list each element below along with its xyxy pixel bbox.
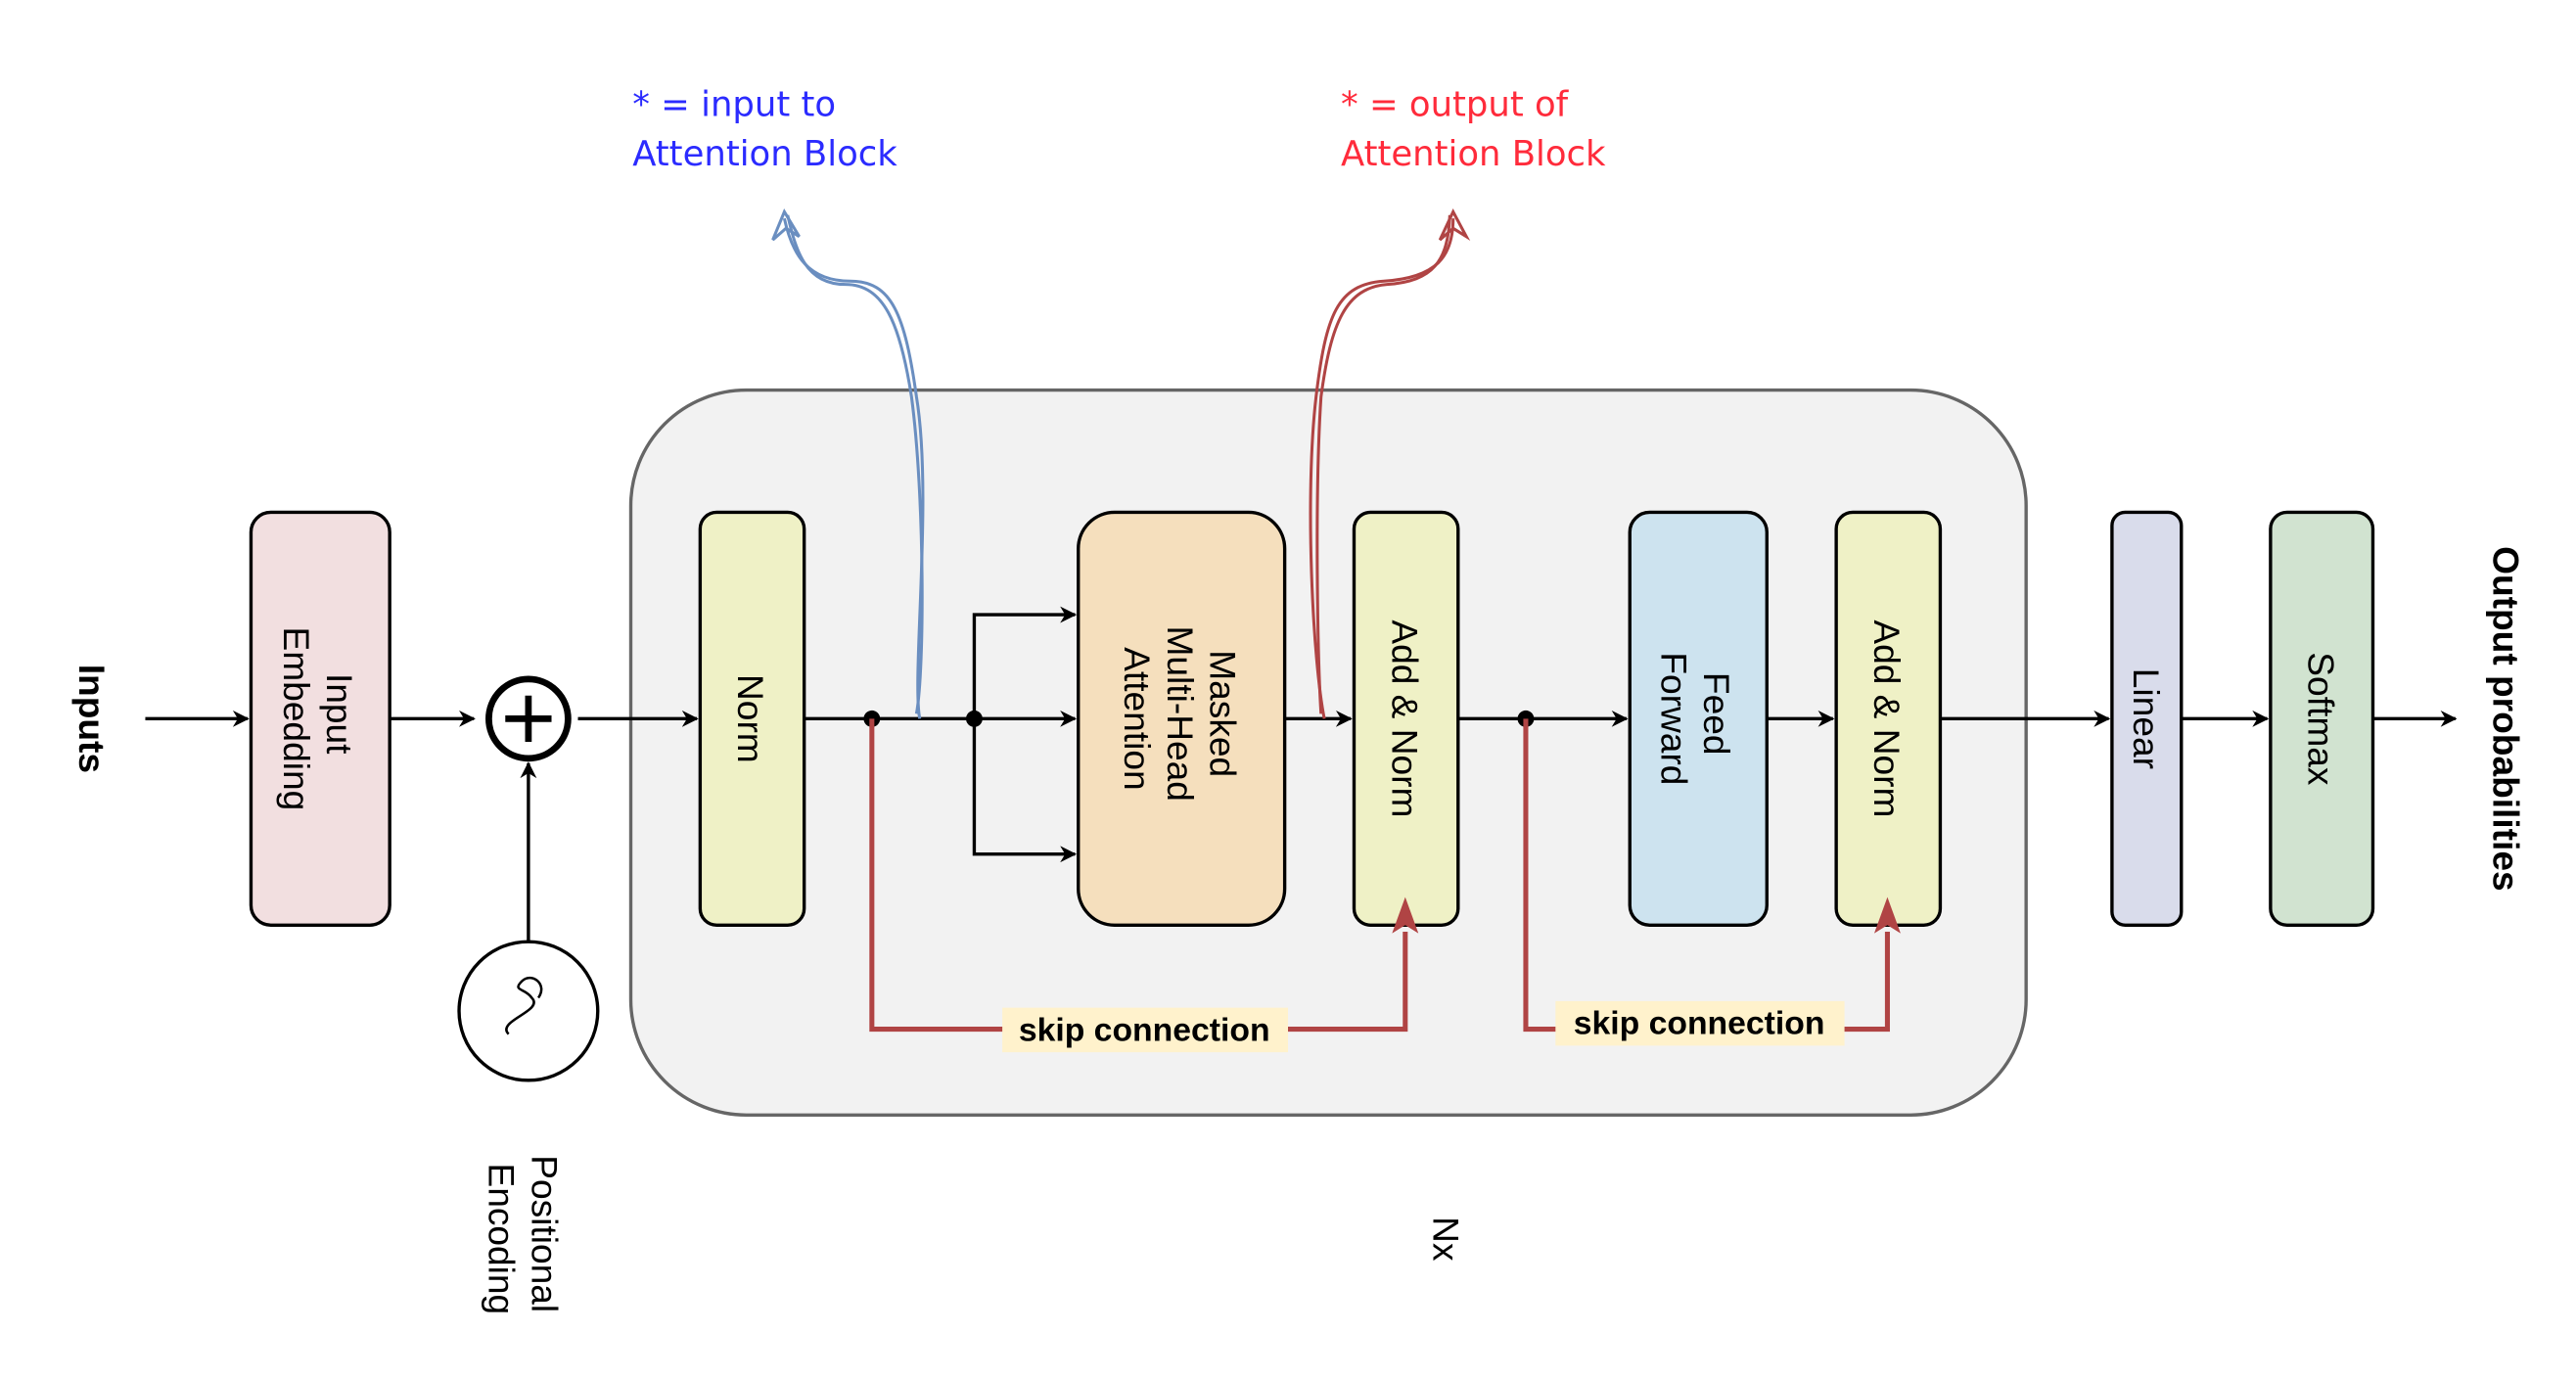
connector xyxy=(972,718,1078,863)
add-norm-label-1: Add & Norm xyxy=(1384,620,1425,817)
add-operator-icon xyxy=(485,675,572,762)
nx-label: Nx xyxy=(1425,1217,1466,1262)
output-probabilities-label: Output probabilities xyxy=(2486,546,2527,892)
output-annotation: * = output of Attention Block xyxy=(1341,85,1606,175)
skip-connection-label-2: skip connection xyxy=(1574,1005,1825,1042)
output-annotation-curve xyxy=(1309,208,1471,719)
norm-label: Norm xyxy=(730,674,771,763)
connector xyxy=(972,606,1078,719)
linear-label: Linear xyxy=(2126,668,2167,769)
feed-forward-label: Feed Forward xyxy=(1653,652,1737,785)
inputs-label: Inputs xyxy=(71,665,113,773)
skip-label-bg-2 xyxy=(1555,1000,1845,1046)
softmax-label: Softmax xyxy=(2301,652,2342,786)
input-annotation-curve xyxy=(771,208,925,719)
input-embedding-label: Input Embedding xyxy=(276,626,360,810)
input-annotation: * = input to Attention Block xyxy=(632,85,897,175)
skip-label-bg-1 xyxy=(1002,1007,1288,1053)
skip-connection-label-1: skip connection xyxy=(1019,1011,1270,1048)
add-norm-label-2: Add & Norm xyxy=(1866,620,1908,817)
sine-wave-icon xyxy=(457,940,600,1082)
attention-label: Masked Multi-Head Attention xyxy=(1117,625,1244,811)
softmax-box xyxy=(2269,510,2375,927)
positional-encoding-label: Positional Encoding xyxy=(481,1155,565,1322)
